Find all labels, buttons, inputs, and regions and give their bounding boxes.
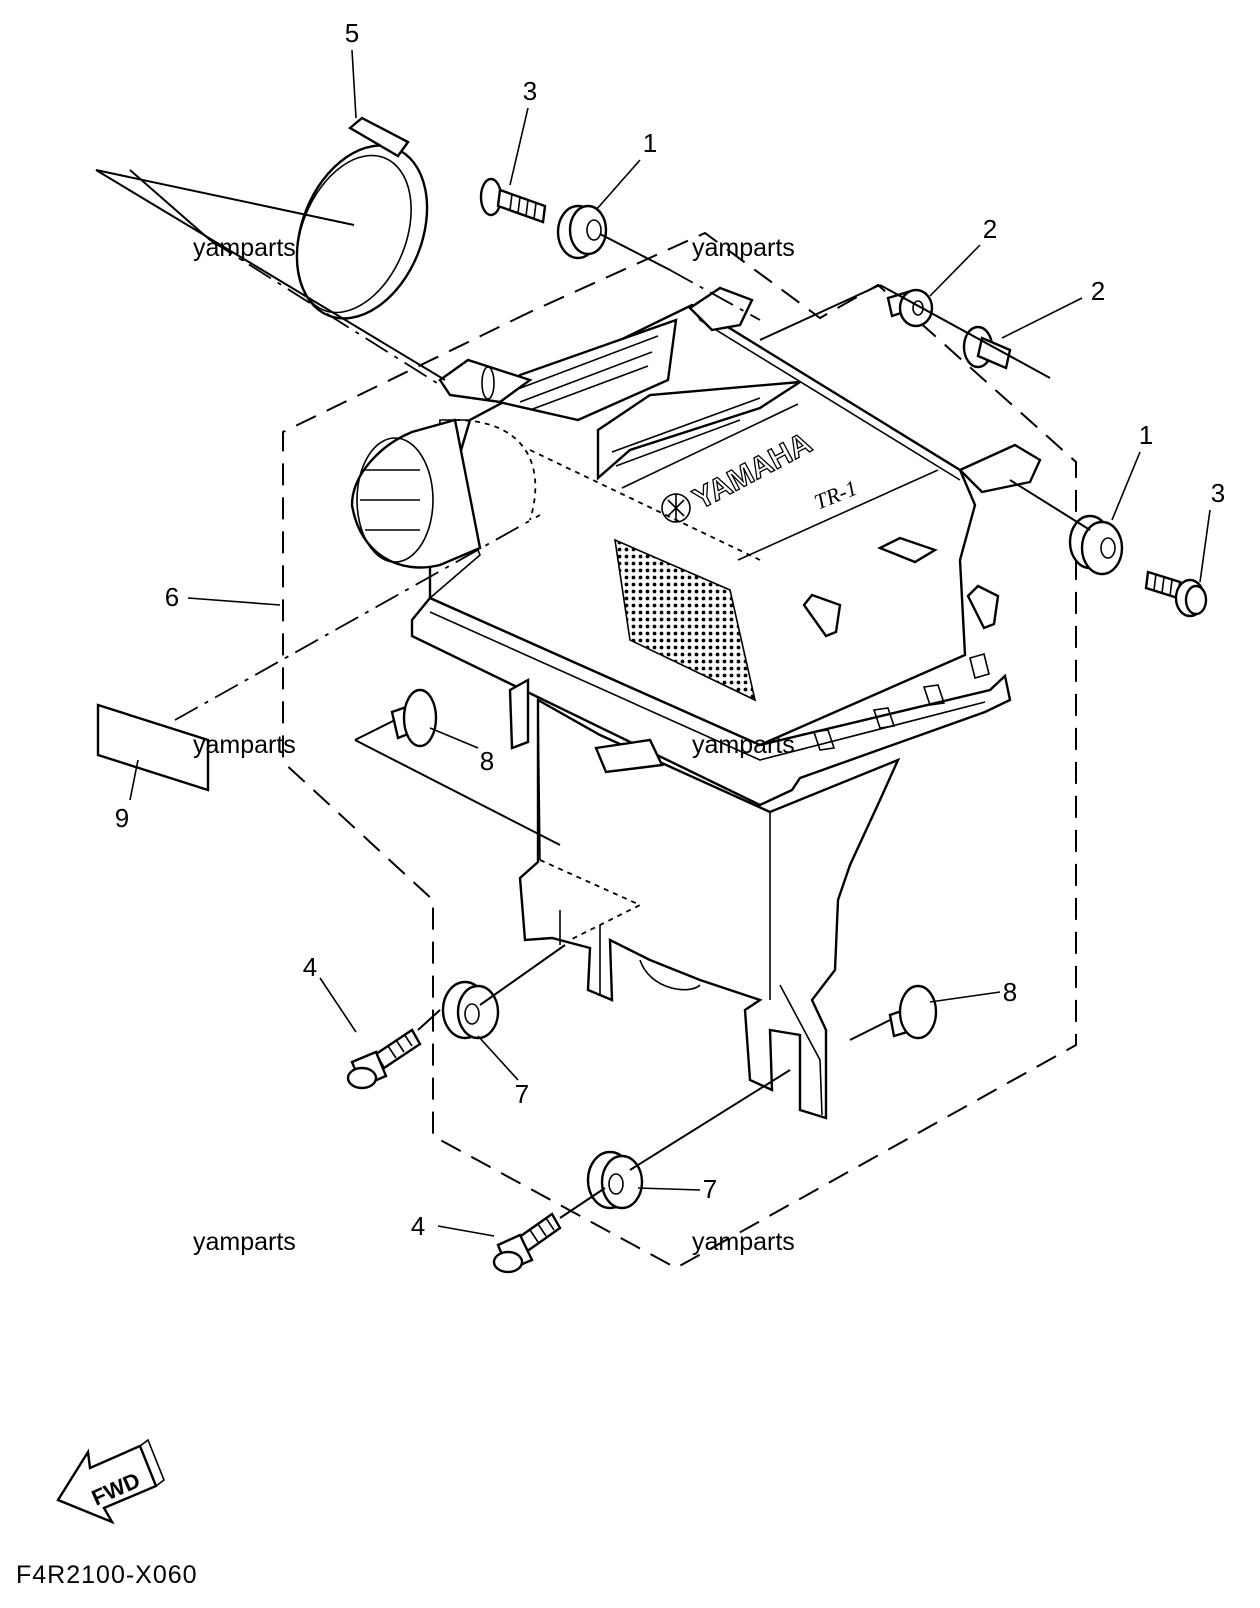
callout-8-left: 8 [480, 746, 494, 776]
callout-1-right: 1 [1139, 420, 1153, 450]
callout-1-upper: 1 [643, 128, 657, 158]
part-1-grommet-right [1068, 514, 1124, 576]
part-4-bolt-left [346, 1028, 422, 1090]
callout-2-lower: 2 [1091, 276, 1105, 306]
part-1-grommet-upper [556, 204, 608, 260]
watermark-text: yamparts [692, 1228, 795, 1256]
part-5-hose-clamp [295, 116, 429, 320]
part-9-label [96, 703, 210, 792]
part-2-collar-upper [886, 288, 934, 328]
watermark-text: yamparts [193, 234, 296, 262]
diagram-code: F4R2100-X060 [16, 1561, 198, 1589]
part-8-collar-right [888, 984, 938, 1040]
callout-numbers: 5 3 1 2 2 1 3 6 8 9 4 8 7 7 4 [115, 18, 1225, 1241]
callout-8-right: 8 [1003, 977, 1017, 1007]
watermark-text: yamparts [692, 731, 795, 759]
part-2-collar-lower [962, 325, 1012, 370]
air-box: YAMAHA TR-1 [350, 286, 1042, 1120]
assembly-boundary [282, 231, 1077, 1270]
callout-3-upper: 3 [523, 76, 537, 106]
leader-lines [95, 169, 1091, 1219]
part-4-bolt-lower [492, 1212, 562, 1274]
part-8-collar-left [390, 688, 438, 748]
fwd-arrow-icon: FWD [56, 1438, 165, 1525]
callout-2-upper: 2 [983, 214, 997, 244]
callout-7-lower: 7 [703, 1174, 717, 1204]
watermarks: yamparts yamparts yamparts yamparts yamp… [193, 234, 795, 1256]
part-3-bolt-right [1144, 570, 1208, 618]
part-7-grommet-lower [586, 1150, 644, 1210]
callout-3-right: 3 [1211, 478, 1225, 508]
part-7-grommet-left [441, 980, 500, 1040]
callout-9: 9 [115, 803, 129, 833]
watermark-text: yamparts [193, 1228, 296, 1256]
watermark-text: yamparts [692, 234, 795, 262]
callout-6: 6 [165, 582, 179, 612]
part-3-bolt-upper [479, 177, 547, 224]
callout-7-left: 7 [515, 1079, 529, 1109]
callout-5: 5 [345, 18, 359, 48]
callout-leaders [129, 49, 1211, 1237]
watermark-text: yamparts [193, 731, 296, 759]
callout-4-left: 4 [303, 952, 317, 982]
callout-4-lower: 4 [411, 1211, 425, 1241]
